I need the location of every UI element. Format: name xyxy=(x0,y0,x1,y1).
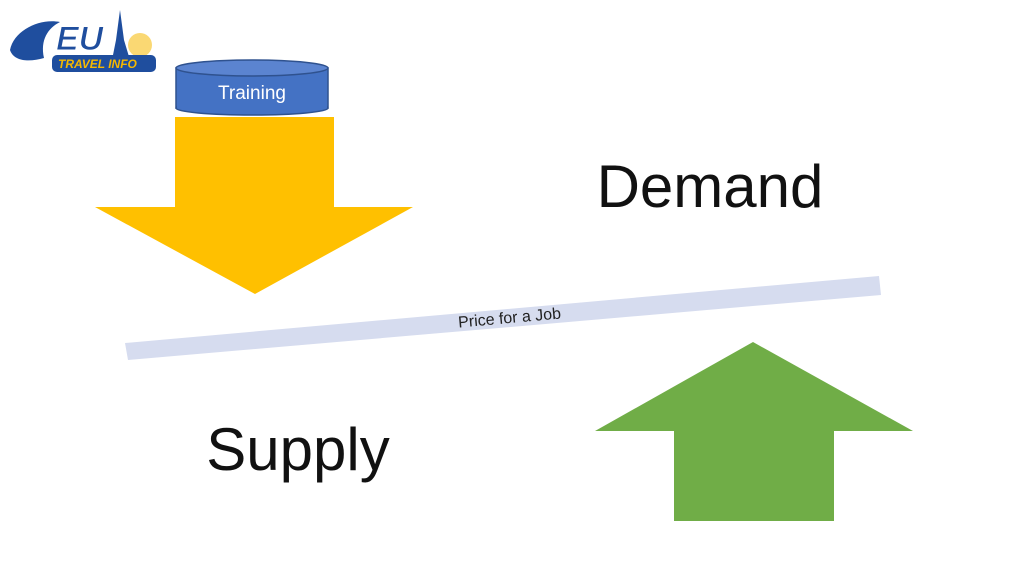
demand-label: Demand xyxy=(597,153,824,220)
down-arrow xyxy=(95,117,413,294)
training-cylinder: Training xyxy=(175,59,329,116)
logo-main-text: EU xyxy=(56,20,105,58)
training-label: Training xyxy=(218,83,286,104)
logo-sub-text: TRAVEL INFO xyxy=(58,57,138,71)
logo-banner xyxy=(52,55,156,72)
price-beam: Price for a Job xyxy=(125,276,881,360)
eiffel-tower-icon xyxy=(112,10,130,60)
up-arrow xyxy=(595,342,913,521)
supply-label: Supply xyxy=(206,416,389,483)
globe-icon xyxy=(10,21,60,61)
cylinder-top xyxy=(175,59,329,77)
logo: EU TRAVEL INFO xyxy=(0,0,165,84)
beam-bar xyxy=(125,276,881,360)
sun-icon xyxy=(128,33,152,57)
price-label: Price for a Job xyxy=(457,305,561,331)
